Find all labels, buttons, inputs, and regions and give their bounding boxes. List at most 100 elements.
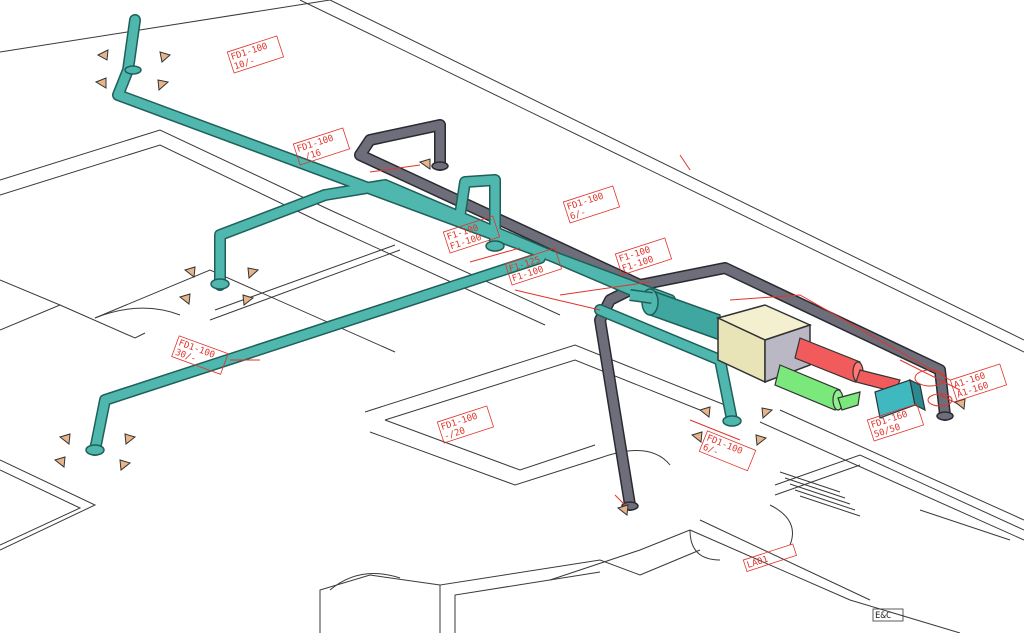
wall-line bbox=[779, 409, 1024, 521]
annotation-box bbox=[436, 405, 495, 444]
annotation-box bbox=[171, 335, 229, 375]
wall-line bbox=[919, 509, 1011, 541]
triangle-marker-icon bbox=[698, 406, 711, 418]
annotation-label: LA01 bbox=[742, 543, 797, 572]
triangle-marker-icon bbox=[124, 433, 137, 445]
wall-line bbox=[799, 495, 861, 517]
duct-red bbox=[794, 337, 861, 383]
triangle-marker-icon bbox=[616, 504, 629, 516]
wall-line bbox=[299, 0, 1024, 353]
triangle-marker-icon bbox=[755, 434, 768, 446]
triangle-marker-icon bbox=[94, 77, 107, 89]
wall-line bbox=[0, 279, 62, 331]
wall-line bbox=[689, 529, 961, 634]
annotation-box bbox=[698, 430, 757, 472]
wall-line bbox=[329, 209, 561, 316]
triangle-marker-icon bbox=[96, 49, 109, 61]
supply-terminal bbox=[210, 278, 230, 290]
wall-line bbox=[439, 559, 641, 633]
triangle-marker-icon bbox=[761, 407, 774, 420]
wall-line bbox=[454, 571, 601, 633]
annotation-box bbox=[442, 215, 501, 254]
annotation-leaders bbox=[230, 154, 961, 506]
wall-line bbox=[759, 421, 1024, 541]
supply-duct bbox=[320, 180, 695, 320]
wall-line bbox=[94, 269, 396, 353]
door-swing bbox=[599, 449, 671, 466]
annotation-box bbox=[562, 185, 621, 224]
supply-ductwork bbox=[85, 14, 954, 511]
triangle-marker-icon bbox=[157, 79, 170, 92]
triangle-marker-icon bbox=[247, 267, 260, 280]
triangle-marker-icon bbox=[53, 456, 66, 468]
ahu-ducts bbox=[774, 337, 926, 419]
supply-duct bbox=[455, 175, 500, 250]
annotation-label: E&C bbox=[872, 608, 904, 622]
supply-duct bbox=[90, 253, 545, 455]
annotation-box bbox=[226, 35, 285, 74]
wall-line bbox=[794, 489, 856, 511]
triangle-marker-icon bbox=[119, 459, 132, 471]
wall-line bbox=[549, 529, 691, 581]
terminal-markers bbox=[53, 49, 966, 516]
annotation-label: FD1-100-/20 bbox=[436, 405, 495, 444]
door-swing bbox=[94, 307, 181, 319]
wall-line bbox=[774, 464, 861, 496]
wall-line bbox=[789, 483, 851, 505]
supply-terminal bbox=[485, 240, 505, 252]
wall-line bbox=[639, 549, 701, 576]
triangle-marker-icon bbox=[242, 294, 255, 306]
triangle-marker-icon bbox=[58, 433, 71, 445]
duct-green bbox=[774, 364, 841, 411]
extract-terminal bbox=[431, 161, 449, 171]
wall-line bbox=[209, 249, 401, 321]
supply-duct bbox=[215, 190, 330, 290]
triangle-marker-icon bbox=[953, 398, 966, 410]
annotation-box bbox=[866, 403, 925, 442]
door-swing bbox=[329, 573, 401, 591]
wall-line bbox=[329, 0, 1024, 341]
annotation-box bbox=[872, 608, 904, 622]
triangle-marker-icon bbox=[690, 431, 703, 443]
door-swing bbox=[769, 504, 793, 546]
air-handling-unit-icon bbox=[715, 304, 813, 384]
wall-line bbox=[369, 431, 601, 486]
wall-line bbox=[319, 574, 441, 633]
wall-line bbox=[699, 519, 871, 601]
wall-line bbox=[0, 0, 331, 53]
supply-terminal bbox=[85, 444, 105, 456]
wall-line bbox=[0, 459, 97, 551]
wall-line bbox=[59, 304, 146, 339]
annotation-label: FD1-100-/16 bbox=[292, 127, 351, 166]
wall-line bbox=[774, 454, 1024, 531]
annotation-box bbox=[742, 543, 797, 572]
wall-line bbox=[779, 471, 841, 493]
wall-line bbox=[364, 344, 726, 413]
triangle-marker-icon bbox=[159, 51, 172, 63]
supply-terminal bbox=[722, 415, 742, 427]
wall-line bbox=[384, 419, 596, 471]
supply-duct bbox=[113, 15, 675, 305]
annotation-box bbox=[504, 247, 563, 286]
annotation-box bbox=[614, 237, 673, 276]
extract-duct bbox=[355, 120, 645, 290]
wall-line bbox=[214, 244, 396, 311]
extract-duct bbox=[635, 263, 950, 420]
wall-line bbox=[784, 477, 846, 499]
wall-line bbox=[0, 144, 321, 223]
supply-terminal bbox=[124, 65, 142, 75]
wall-line bbox=[0, 129, 331, 211]
annotation-text: E&C bbox=[875, 611, 891, 621]
triangle-marker-icon bbox=[418, 158, 431, 170]
wall-line bbox=[384, 359, 701, 421]
main-supply-duct bbox=[629, 288, 721, 342]
